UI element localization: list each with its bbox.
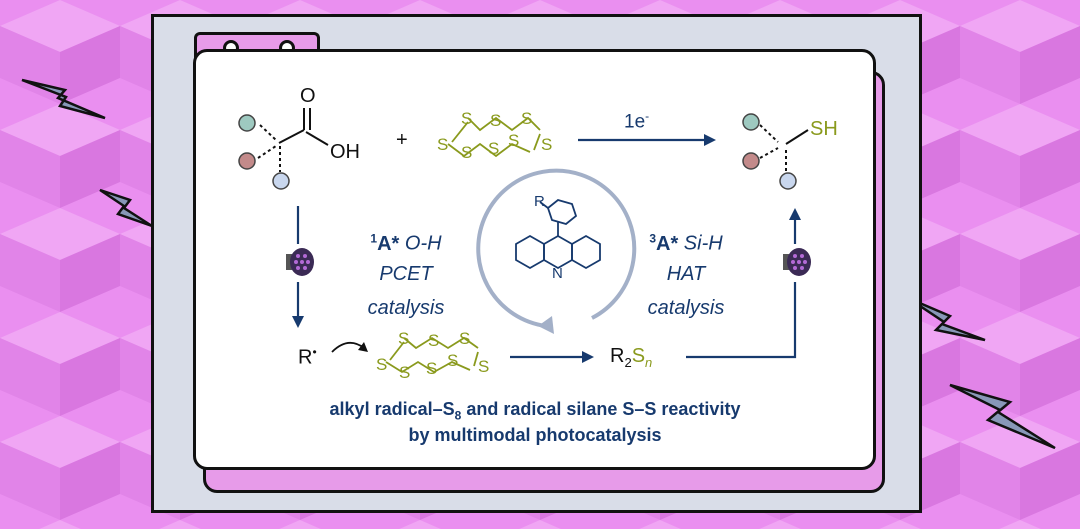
cycle-arrowhead bbox=[538, 316, 554, 334]
alkyl-radical: R• bbox=[298, 345, 317, 369]
polysulfide-product: R2Sn bbox=[610, 345, 653, 370]
plus-sign: + bbox=[396, 129, 408, 151]
top-arrow bbox=[578, 134, 716, 146]
bottom-arrow bbox=[510, 351, 594, 363]
s8-atom: S bbox=[541, 135, 553, 154]
s8-atom: S bbox=[398, 329, 410, 348]
s8-atom: S bbox=[376, 355, 388, 374]
substituent-blue bbox=[272, 172, 290, 190]
s8-atom: S bbox=[461, 109, 473, 128]
catalysis-right-line2: HAT bbox=[666, 263, 706, 285]
catalyst-n-label: N bbox=[552, 265, 563, 282]
s8-atom: S bbox=[488, 139, 500, 158]
acid-oxygen: O bbox=[300, 85, 316, 107]
left-down-arrow bbox=[292, 206, 304, 328]
s8-atom: S bbox=[459, 329, 471, 348]
caption-line2: by multimodal photocatalysis bbox=[408, 425, 662, 445]
s8-atom: S bbox=[478, 357, 490, 376]
s8-atom: S bbox=[461, 143, 473, 162]
radical-curved-arrow bbox=[331, 342, 368, 353]
catalyst-cycle bbox=[476, 168, 637, 328]
lightning-bolt-icon bbox=[21, 78, 1056, 450]
catalysis-left-line1: 1A* O-H bbox=[370, 231, 442, 255]
catalyst-r-label: R bbox=[534, 193, 545, 210]
product-substituent-blue bbox=[779, 172, 797, 190]
light-bulb-icon bbox=[783, 248, 811, 276]
s8-atom: S bbox=[426, 359, 438, 378]
carboxylic-acid bbox=[257, 108, 329, 172]
electron-label: 1e- bbox=[624, 109, 650, 133]
s8-ring-top bbox=[447, 116, 541, 158]
substituent-red bbox=[238, 152, 256, 170]
product-substituent-red bbox=[742, 152, 760, 170]
s8-atom: S bbox=[428, 331, 440, 350]
s8-atom: S bbox=[437, 135, 449, 154]
acridine-catalyst bbox=[515, 199, 601, 270]
acid-hydroxyl: OH bbox=[330, 141, 360, 163]
product-substituent-green bbox=[742, 113, 760, 131]
s8-ring-bottom bbox=[385, 336, 479, 374]
right-return-arrow bbox=[686, 208, 801, 359]
thiol-product bbox=[759, 124, 809, 172]
light-bulb-icon bbox=[286, 248, 314, 276]
s8-atom: S bbox=[490, 111, 502, 130]
s8-atom: S bbox=[447, 351, 459, 370]
s8-atom: S bbox=[508, 131, 520, 150]
scheme-card bbox=[193, 49, 876, 470]
catalysis-left-line2: PCET bbox=[379, 263, 433, 285]
caption-line1: alkyl radical–S8 and radical silane S–S … bbox=[329, 399, 741, 423]
s8-atom: S bbox=[399, 363, 411, 382]
substituent-green bbox=[238, 114, 256, 132]
product-thiol: SH bbox=[810, 118, 838, 140]
s8-atom: S bbox=[521, 109, 533, 128]
catalysis-right-line3: catalysis bbox=[647, 297, 725, 319]
catalysis-left-line3: catalysis bbox=[367, 297, 445, 319]
catalysis-right-line1: 3A* Si-H bbox=[649, 231, 723, 255]
